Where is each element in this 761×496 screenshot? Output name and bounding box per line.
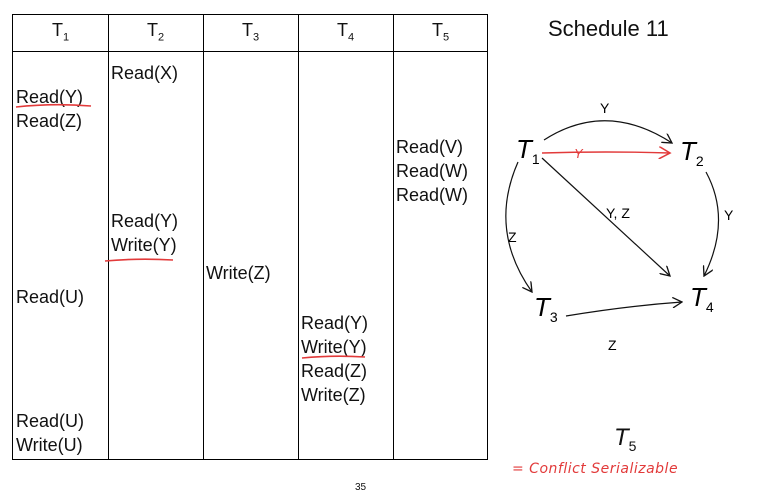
header-t1: T1 [51,20,70,44]
t4-op: Read(Y) [301,313,369,333]
column-divider [108,15,109,459]
edge-label: Y, Z [606,205,630,221]
t1-op: Read(Y) [16,87,84,107]
column-divider [393,15,394,459]
edge-t1-t4 [541,157,670,276]
node-t5: T5 [614,424,637,454]
precedence-graph: T1 T2 T3 T4 Y Y, Z Z Y Z Y [505,100,734,353]
t2-op: Write(Y) [111,235,177,255]
node-t3: T3 [534,292,558,325]
t1-op: Read(Z) [16,111,83,131]
t5-op: Read(W) [396,185,469,205]
schedule-table: T1 T2 T3 T4 T5 Read(Y) Read(Z) Read(U) R… [12,14,488,460]
column-divider [203,15,204,459]
annotation-edge-label: Y [574,146,584,161]
t4-op: Write(Y) [301,337,367,357]
edge-label: Y [600,100,610,116]
header-divider [13,51,487,52]
t5-op: Read(W) [396,161,469,181]
handwritten-note: = Conflict Serializable [512,461,679,477]
underline-mark [15,103,92,108]
t1-op: Read(U) [16,287,85,307]
edge-label: Y [724,207,734,223]
t2-op: Read(Y) [111,211,179,231]
t2-op: Read(X) [111,63,179,83]
edge-label: Z [608,337,617,353]
annotation-underlines [15,103,366,359]
annotation-edge-t1-t2 [541,152,670,153]
header-t4: T4 [336,20,355,44]
edge-t3-t4 [565,302,682,317]
node-t2: T2 [680,136,704,169]
header-t5: T5 [431,20,450,44]
t1-op: Write(U) [16,435,83,455]
t4-op: Write(Z) [301,385,366,405]
node-t4: T4 [690,282,714,315]
t3-op: Write(Z) [206,263,271,283]
graph-title: Schedule 11 [548,16,669,41]
t1-op: Read(U) [16,411,85,431]
t4-op: Read(Z) [301,361,368,381]
underline-mark [301,355,366,359]
t5-op: Read(V) [396,137,464,157]
header-t3: T3 [241,20,260,44]
page-number: 35 [355,482,367,493]
edge-t1-t2 [543,120,672,143]
underline-mark [104,258,174,262]
edge-t1-t3 [505,161,532,292]
edge-label: Z [508,229,517,245]
header-t2: T2 [146,20,165,44]
node-t1: T1 [516,134,540,167]
column-divider [298,15,299,459]
edge-t2-t4 [704,171,720,276]
